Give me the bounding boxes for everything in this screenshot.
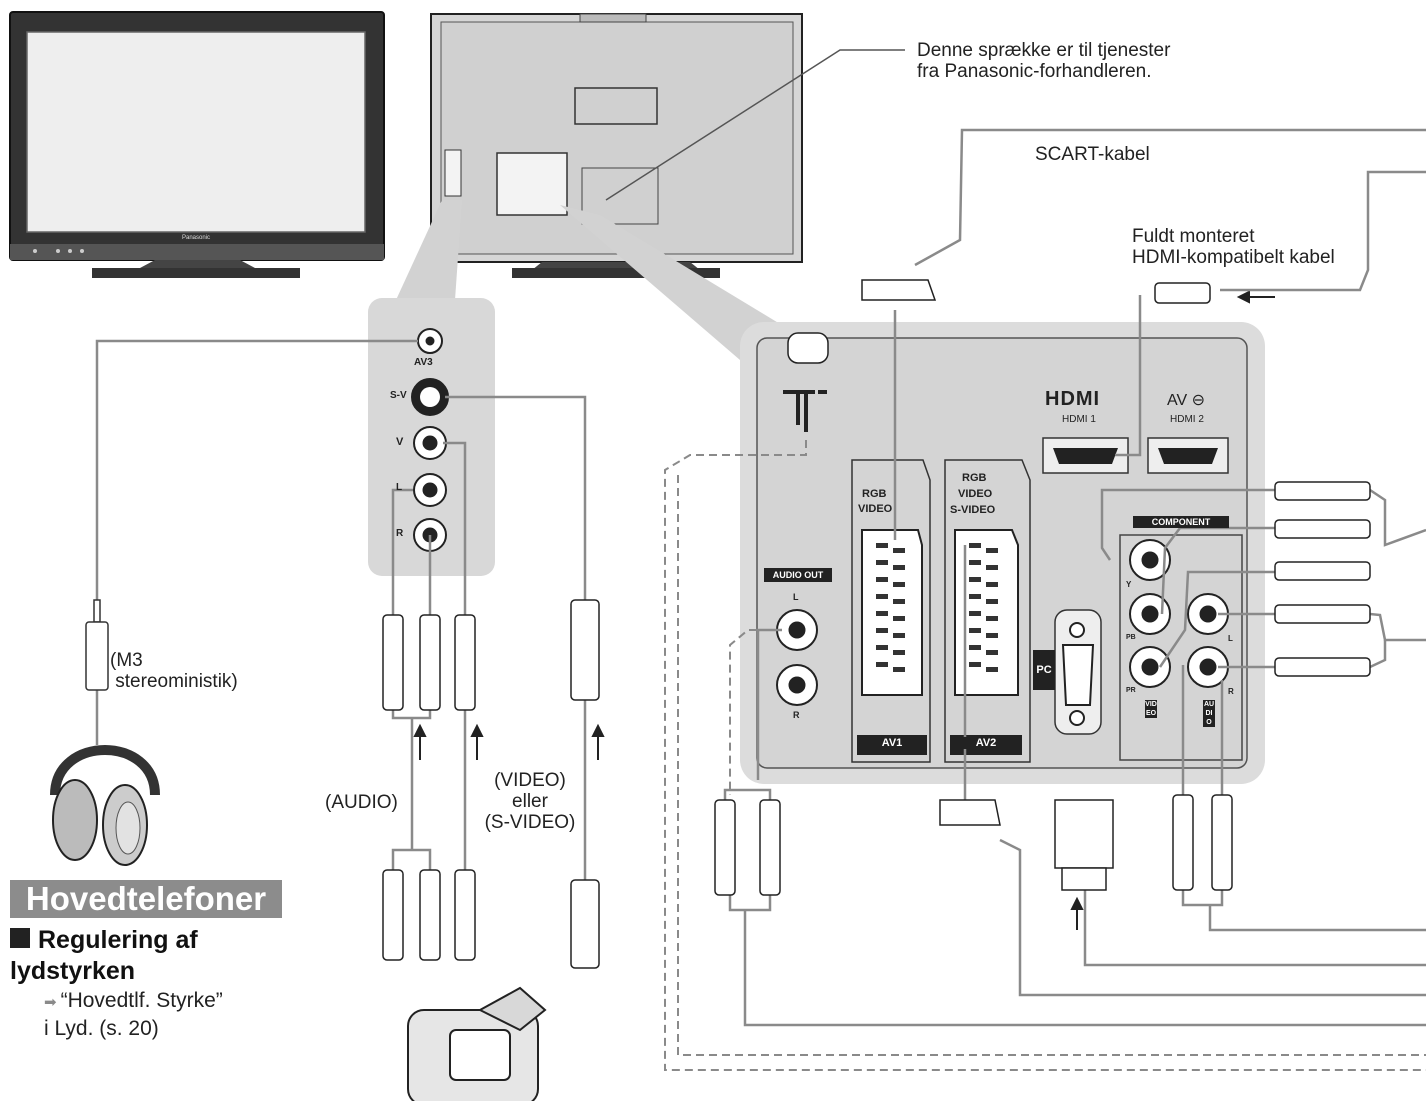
service-slot-callout: Denne sprække er til tjenester fra Panas…	[917, 40, 1171, 82]
hdmi-cable-label: Fuldt monteret HDMI-kompatibelt kabel	[1132, 226, 1335, 268]
av1-label: AV1	[857, 737, 927, 749]
tv-rear-view	[430, 13, 803, 278]
rear-cables	[723, 128, 1426, 1027]
scart-cable-label: SCART-kabel	[1035, 144, 1150, 165]
s-video-label: S-V	[390, 390, 407, 401]
scart-av1	[851, 459, 931, 763]
headphones-title: Hovedtelefoner	[10, 880, 282, 918]
av1-video-label: VIDEO	[858, 503, 893, 515]
audio-out-l-label: L	[793, 592, 799, 602]
audio-out-label: AUDIO OUT	[764, 568, 832, 582]
av2-svideo-label: S-VIDEO	[950, 504, 996, 516]
comp-y-label: Y	[1126, 580, 1132, 589]
input-arrow-icon: ⊖	[1191, 392, 1206, 409]
av2-label: AV2	[950, 737, 1022, 749]
audio-out-jacks	[776, 609, 818, 706]
av2-rgb-label: RGB	[962, 472, 987, 484]
direction-arrows	[413, 290, 1275, 930]
camcorder-plugs	[382, 599, 600, 969]
rear-terminal-area	[496, 152, 568, 216]
antenna-terminal	[783, 332, 829, 432]
volume-reference-text: “Hovedtlf. Styrke” i Lyd. (s. 20)	[44, 989, 223, 1040]
tv-front-view	[9, 11, 385, 278]
side-zoom-wedge	[396, 200, 462, 300]
minijack-plug	[85, 599, 109, 691]
comp-r-label: R	[1228, 687, 1234, 696]
comp-audio-label: AUDIO	[1203, 700, 1215, 727]
av-in-label: AV ⊖	[1167, 392, 1206, 409]
component-jacks	[1129, 539, 1229, 688]
pc-label: PC	[1033, 650, 1055, 690]
arrow-right-icon: ➡	[44, 994, 57, 1011]
hdmi-logo: HDMI	[1045, 388, 1101, 410]
av1-rgb-label: RGB	[862, 488, 887, 500]
comp-pr-label: PR	[1126, 687, 1136, 694]
headphone-cable	[95, 339, 418, 745]
rear-zoom-wedge	[560, 205, 790, 360]
comp-video-label: VIDEO	[1145, 700, 1157, 718]
tv-logo: Panasonic	[182, 235, 210, 241]
camcorder-icon	[407, 986, 547, 1101]
side-terminal-area	[444, 149, 462, 197]
callout-leader-line	[605, 49, 905, 201]
left-jack-label: L	[396, 482, 403, 493]
bullet-square-icon	[10, 928, 30, 948]
volume-reference: ➡“Hovedtlf. Styrke” i Lyd. (s. 20)	[44, 988, 223, 1042]
service-slot	[574, 87, 658, 125]
av3-label: AV3	[414, 357, 433, 368]
volume-heading: Regulering af lydstyrken	[10, 925, 198, 987]
minijack-label: (M3 stereoministik)	[110, 650, 238, 692]
pc-vga-socket	[1054, 609, 1102, 735]
dashed-cables	[664, 440, 1426, 1071]
hdmi1-label: HDMI 1	[1062, 414, 1096, 425]
hdmi2-label: HDMI 2	[1170, 414, 1204, 425]
video-jack-label: V	[396, 436, 404, 448]
volume-heading-text: Regulering af lydstyrken	[10, 926, 198, 985]
av2-video-label: VIDEO	[958, 488, 993, 500]
scart-pins	[876, 543, 998, 672]
hdmi-sockets	[1042, 437, 1229, 474]
component-section	[1119, 534, 1243, 761]
audio-label: (AUDIO)	[325, 792, 398, 813]
rear-plugs	[714, 279, 1371, 896]
comp-pb-label: PB	[1126, 634, 1136, 641]
video-svideo-label: (VIDEO) eller (S-VIDEO)	[484, 770, 576, 833]
right-jack-label: R	[396, 528, 404, 539]
audio-out-r-label: R	[793, 710, 800, 720]
headphones-icon	[50, 745, 160, 866]
component-label: COMPONENT	[1133, 516, 1229, 528]
comp-l-label: L	[1228, 634, 1233, 643]
camcorder-cables	[391, 395, 587, 880]
